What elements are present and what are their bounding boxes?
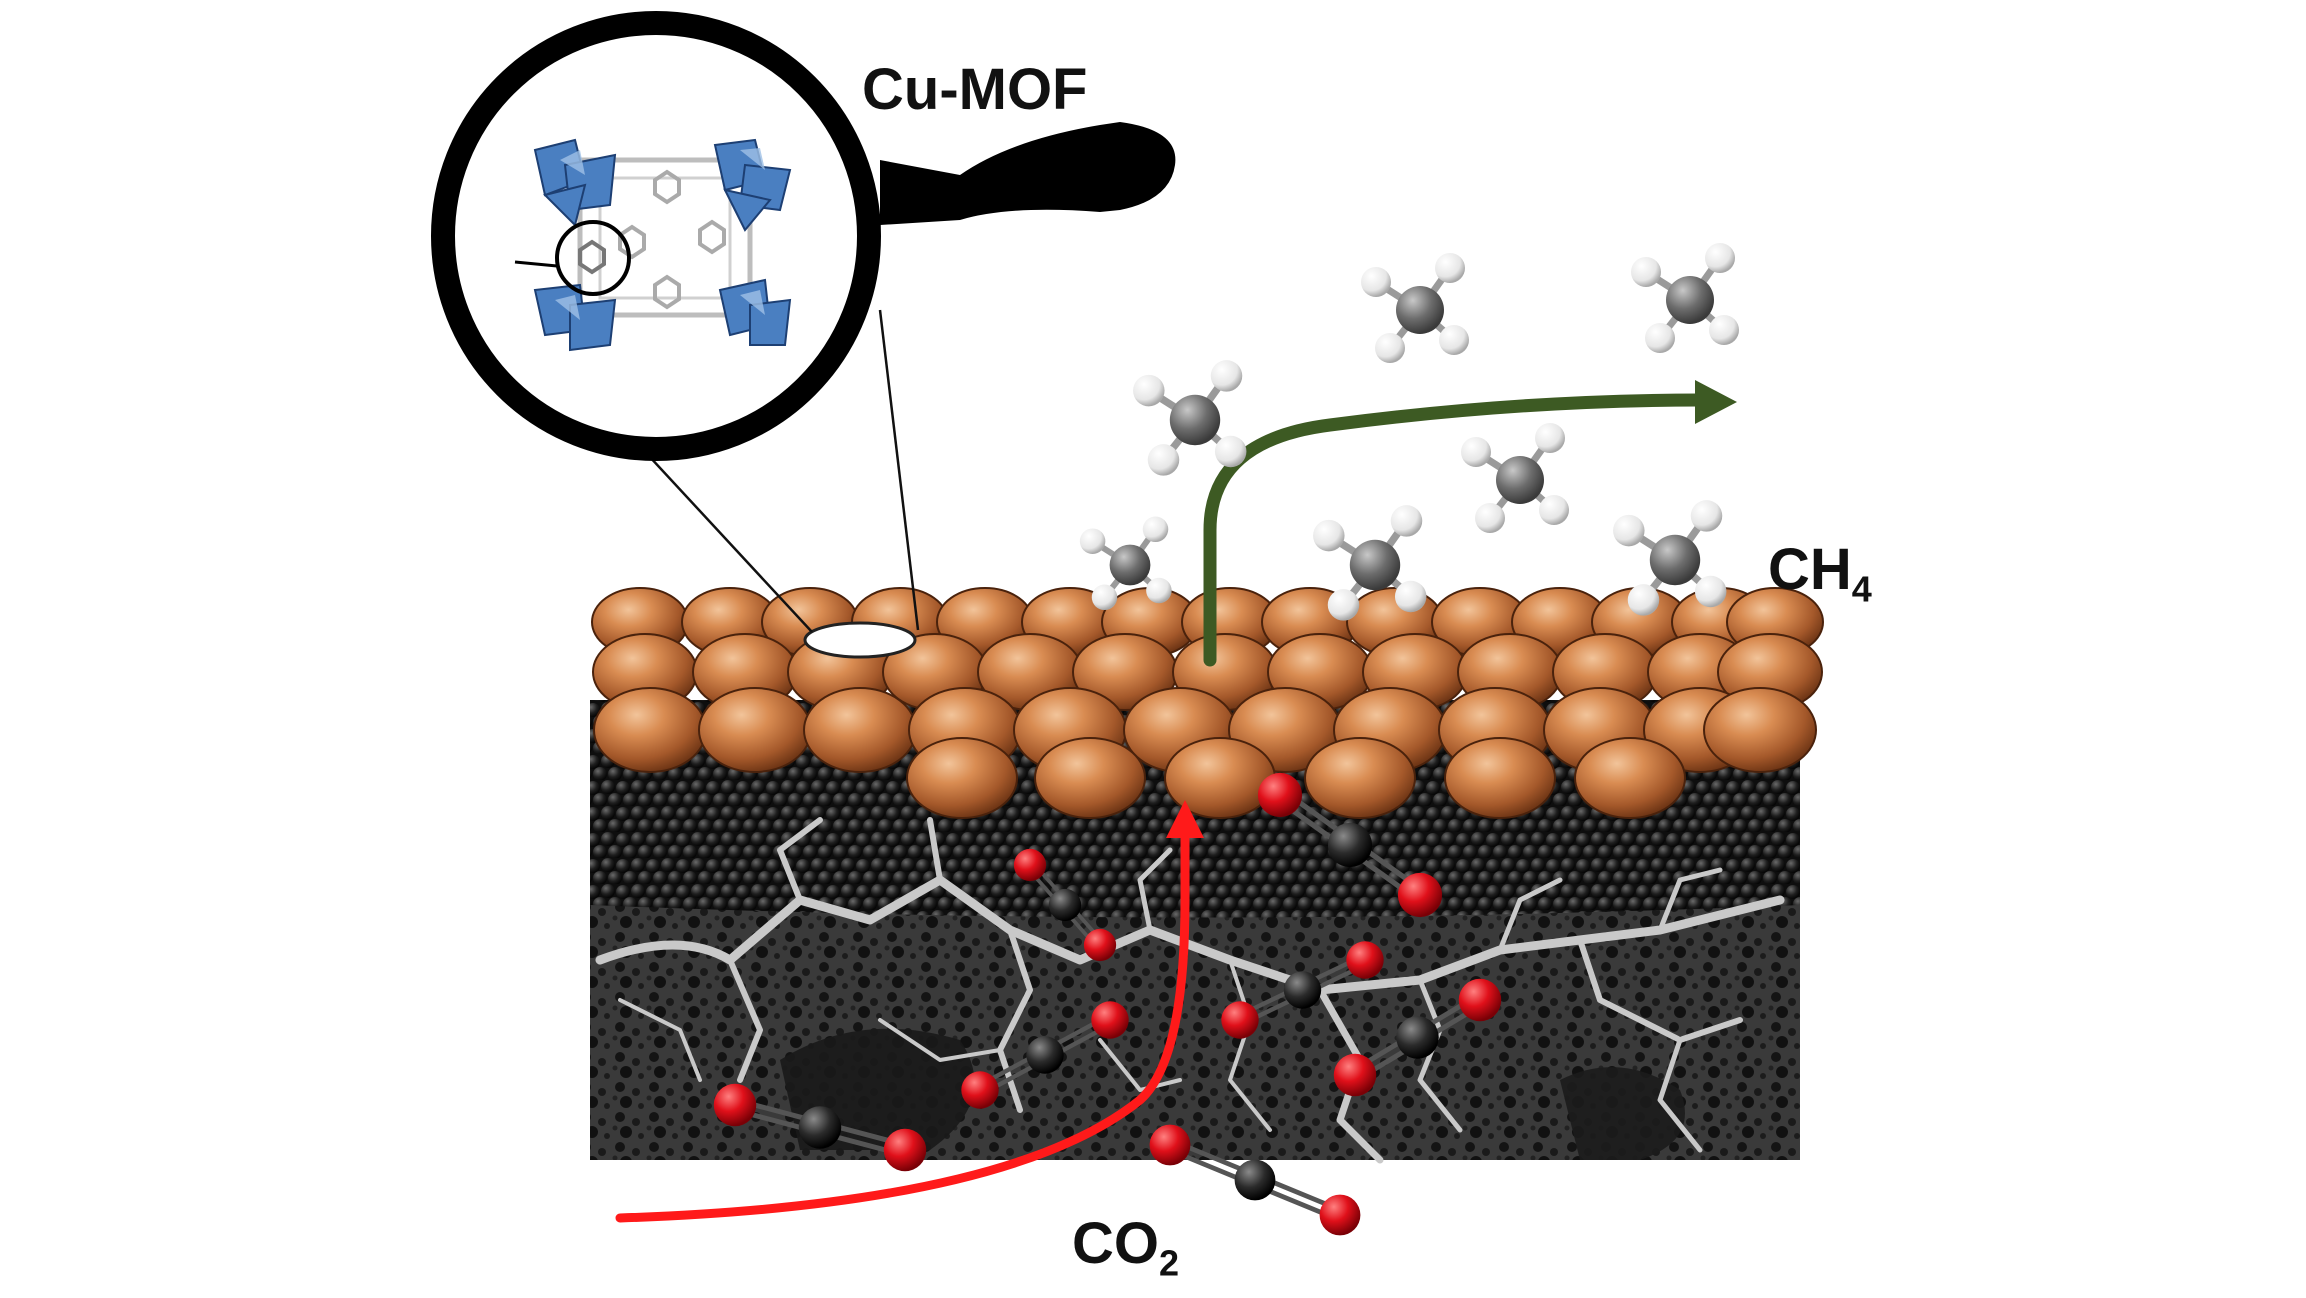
co2-molecule-icon <box>713 1083 927 1172</box>
ch4-molecule-icon <box>1079 516 1172 611</box>
co2-flow-arrow <box>615 800 1204 1223</box>
mof-structure <box>514 138 792 352</box>
cu-particle <box>698 687 812 773</box>
ch4-molecule-icon <box>1313 505 1427 621</box>
cu-particle <box>1444 737 1556 819</box>
cu-particle <box>593 687 707 773</box>
ch4-molecule-icon <box>1461 423 1569 533</box>
cu-particle <box>906 737 1018 819</box>
cu-particle <box>803 687 917 773</box>
ch4-molecule-icon <box>1133 360 1247 476</box>
ch4-flow-arrow <box>1203 380 1737 667</box>
co2-molecule-icon <box>1333 978 1502 1097</box>
ch4-molecule-icon <box>1631 243 1739 353</box>
co2-label-base: CO <box>1072 1211 1159 1276</box>
co2-molecule-icon <box>1013 848 1117 962</box>
co2-molecule-icon <box>1257 772 1443 918</box>
cu-particle <box>1304 737 1416 819</box>
cu-particle <box>1574 737 1686 819</box>
branching-fibres <box>595 817 1785 1164</box>
magnifier-icon <box>431 11 1176 633</box>
co2-label-subscript: 2 <box>1159 1242 1180 1284</box>
cu-particle <box>1034 737 1146 819</box>
magnifier-handle <box>880 122 1176 225</box>
co2-label: CO2 <box>1072 1210 1179 1285</box>
magnifier-lens <box>431 11 881 461</box>
ch4-molecule-icon <box>1361 253 1469 363</box>
cu-particle <box>1703 687 1817 773</box>
co2-molecule-icon <box>961 1001 1129 1109</box>
co2-molecule-icon <box>1149 1124 1361 1236</box>
pore-highlight <box>803 621 917 659</box>
cu-mof-label: Cu-MOF <box>862 57 1088 122</box>
ch4-molecules <box>1079 243 1739 621</box>
co2-molecule-icon <box>1221 941 1384 1039</box>
ch4-label-subscript: 4 <box>1851 568 1872 610</box>
ch4-label-base: CH <box>1768 537 1852 602</box>
ch4-molecule-icon <box>1613 500 1727 616</box>
co2-molecules <box>713 772 1502 1236</box>
cu-particle <box>1164 737 1276 819</box>
ch4-label: CH4 <box>1768 536 1872 611</box>
